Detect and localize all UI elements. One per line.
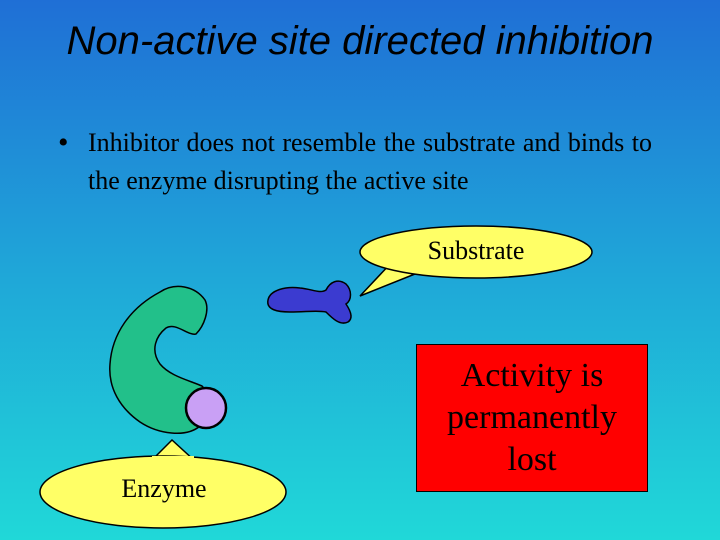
activity-lost-box: Activity is permanently lost [416, 344, 648, 492]
enzyme-callout [39, 438, 287, 529]
substrate-callout [359, 225, 593, 297]
substrate-label: Substrate [427, 236, 525, 265]
slide-title: Non-active site directed inhibition [66, 19, 654, 63]
substrate-molecule [267, 280, 352, 324]
bullet-text: Inhibitor does not resemble the substrat… [88, 128, 652, 195]
enzyme-label: Enzyme [121, 474, 207, 503]
enzyme-molecule [109, 285, 211, 434]
inhibitor-molecule [184, 386, 228, 430]
bullet-marker: • [58, 126, 69, 159]
activity-lost-text: Activity is permanently lost [447, 357, 617, 478]
